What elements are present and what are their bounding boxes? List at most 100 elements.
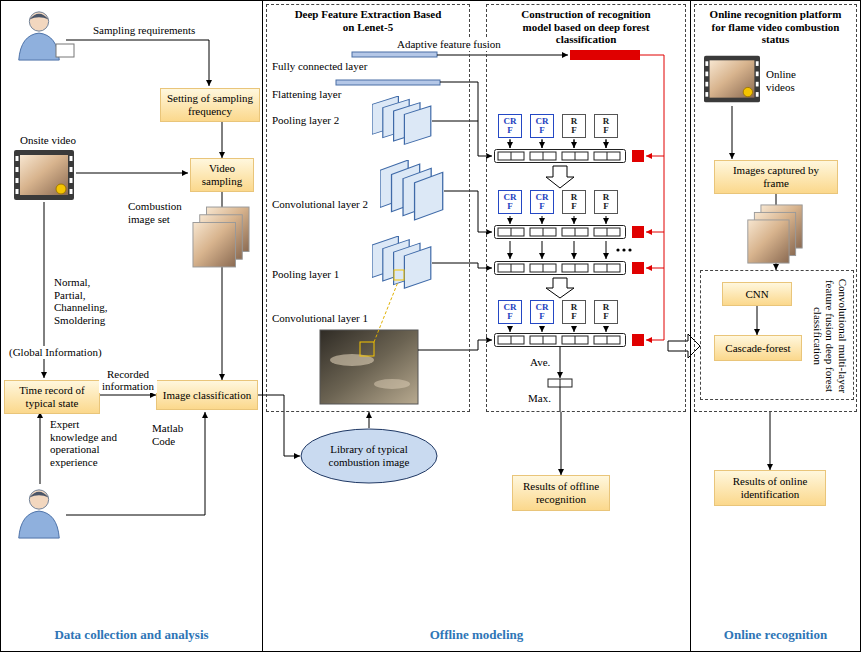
connector-arrow [222, 122, 223, 158]
annotation-label: Ave. [530, 356, 550, 369]
node-text: CR F [536, 303, 549, 322]
node-text: CNN [741, 288, 772, 301]
connector-arrow [561, 412, 562, 475]
panel-title: Online recognition [724, 627, 827, 643]
library-ellipse: Library of typical combustion image [300, 428, 438, 484]
group-heading: Deep Feature Extraction Based on Lenet-5 [288, 8, 448, 33]
ellipsis-dot [622, 248, 625, 251]
level-arrow [606, 241, 607, 259]
dashed-group: Convolutional multi-layer feature fusion… [700, 270, 854, 400]
group-heading: Online recognition platform for flame vi… [703, 8, 848, 46]
node-text: CR F [504, 117, 517, 136]
annotation-label: Adaptive feature fusion [396, 38, 502, 51]
node-text: CR F [504, 193, 517, 212]
fusion-arrow [437, 55, 568, 56]
vector-divider [560, 379, 561, 387]
node-text: R F [571, 193, 578, 212]
forest-box: CR F [498, 300, 522, 324]
process-box: CNN [722, 282, 792, 306]
forest-output [510, 139, 606, 148]
process-box: Video sampling [190, 158, 254, 192]
image-stack [193, 207, 249, 267]
node-text: CR F [504, 303, 517, 322]
connector-arrow [757, 306, 758, 335]
feature-arrow [440, 82, 492, 156]
node-text: Cascade-forest [721, 342, 794, 355]
operator-icon [19, 12, 60, 60]
annotation-label: Convolutional layer 2 [272, 198, 368, 211]
forest-output [606, 326, 607, 332]
feature-arrow [432, 121, 478, 122]
fusion-feedback [646, 232, 664, 233]
process-box: Cascade-forest [714, 335, 802, 361]
node-text: CR F [536, 193, 549, 212]
dashed-group: Construction of recognition model based … [486, 4, 686, 412]
node-text: R F [571, 303, 578, 322]
fused-feature-bar [570, 50, 640, 60]
flatten-bar [336, 80, 440, 85]
input-image [320, 330, 418, 404]
cascade-level [495, 334, 645, 347]
fully-connected-bar [352, 52, 437, 57]
annotation-label: Pooling layer 1 [272, 268, 339, 281]
level-arrow [542, 241, 543, 259]
ellipsis-dot [628, 248, 631, 251]
forest-box: R F [562, 300, 586, 324]
panel-title: Data collection and analysis [54, 627, 208, 643]
annotation-label: Fully connected layer [272, 60, 367, 73]
annotation-label: Expert knowledge and operational experie… [50, 418, 128, 469]
forest-output [606, 140, 607, 148]
node-text: Image classification [159, 389, 255, 402]
forest-output [574, 216, 575, 224]
node-text: R F [603, 193, 610, 212]
flow-arrow [732, 106, 733, 159]
connector-arrow [369, 412, 370, 428]
average-arrow [560, 347, 561, 378]
cascade-level [495, 226, 645, 239]
forest-output [510, 326, 511, 332]
forest-box: R F [594, 190, 618, 214]
pooling-maps [372, 96, 431, 144]
forest-output [574, 326, 575, 332]
forest-box: R F [594, 114, 618, 138]
video-icon [704, 56, 760, 103]
process-box: Images captured by frame [714, 160, 838, 194]
forest-output [542, 326, 543, 332]
fusion-feedback [640, 55, 664, 340]
forest-box: R F [594, 300, 618, 324]
forest-box: R F [562, 190, 586, 214]
panel-band: Online recognition Online recognition pla… [690, 0, 861, 652]
node-text: R F [603, 117, 610, 136]
connector-arrow [258, 395, 300, 456]
hollow-arrow [546, 278, 574, 298]
flow-arrow [76, 173, 188, 174]
max-line [560, 387, 561, 412]
group-heading: Convolutional multi-layer feature fusion… [811, 276, 849, 396]
kernel-window [360, 342, 374, 356]
forest-box: CR F [530, 190, 554, 214]
annotation-label: Max. [528, 392, 551, 405]
forest-output [510, 216, 511, 224]
annotation-label: Pooling layer 2 [272, 114, 339, 127]
cascade-level [495, 262, 645, 275]
annotation-label: Onsite video [20, 134, 76, 147]
level-arrow [510, 241, 511, 259]
feature-arrow [444, 191, 492, 232]
forest-output [574, 140, 575, 148]
node-text: R F [571, 117, 578, 136]
edge-label: Recorded information [99, 368, 157, 393]
panel-title: Offline modeling [430, 627, 524, 643]
flow-arrow [40, 412, 41, 484]
forest-output [542, 140, 543, 148]
kernel-link [374, 282, 398, 342]
annotation-label: Online videos [766, 68, 820, 93]
forest-box: CR F [498, 190, 522, 214]
kernel-window [394, 270, 404, 280]
node-text: Video sampling [191, 162, 253, 187]
forest-output [542, 216, 543, 224]
result-box: Results of offline recognition [512, 475, 610, 511]
annotation-label: Matlab Code [152, 422, 198, 447]
hollow-arrow [668, 334, 700, 358]
node-text: Time record of typical state [5, 384, 99, 409]
node-text: CR F [536, 117, 549, 136]
